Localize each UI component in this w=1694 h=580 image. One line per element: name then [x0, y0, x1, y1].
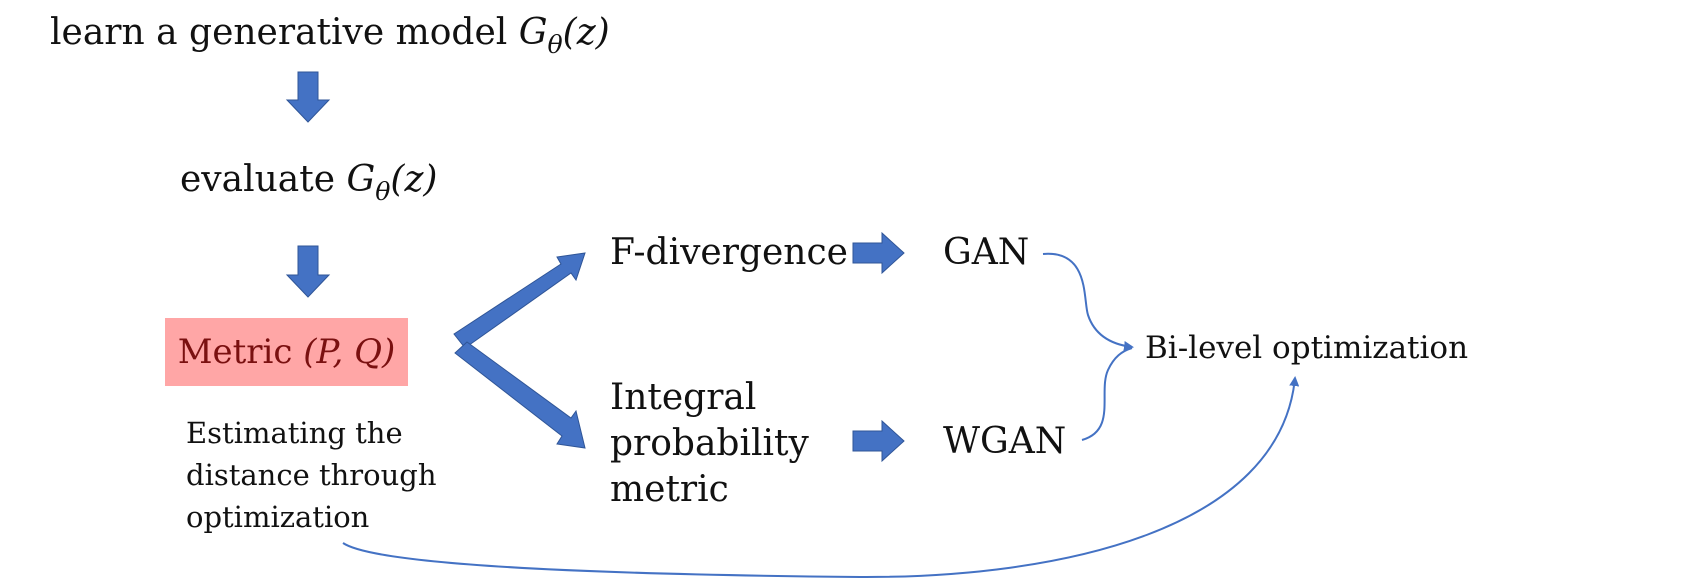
evaluate-subscript: θ — [375, 176, 391, 206]
metric-label: Metric (P, Q) — [178, 332, 396, 372]
estimating-note: Estimating the distance through optimiza… — [186, 412, 446, 538]
arrow-metric-to-ipm — [454, 341, 586, 449]
learn-subscript: θ — [547, 29, 563, 59]
estimating-line-2: distance through — [186, 458, 437, 492]
metric-box: Metric (P, Q) — [165, 318, 408, 386]
learn-symbol: G — [518, 12, 548, 53]
evaluate-argument: (z) — [390, 159, 438, 200]
ipm-line-2: metric — [610, 469, 729, 510]
estimating-line-3: optimization — [186, 500, 370, 534]
learn-generative-model-label: learn a generative model Gθ(z) — [50, 12, 610, 57]
arrow-metric-to-f-divergence — [453, 252, 586, 349]
arrow-f-divergence-to-gan — [852, 231, 905, 275]
f-divergence-label: F-divergence — [610, 232, 848, 273]
curve-wgan-to-bilevel — [1081, 347, 1133, 441]
metric-math: (P, Q) — [303, 332, 396, 372]
curve-gan-to-bilevel — [1042, 252, 1134, 351]
curve-estimating-to-bilevel — [342, 376, 1300, 579]
integral-probability-metric-label: Integral probability metric — [610, 375, 930, 513]
gan-label: GAN — [943, 232, 1030, 273]
down-arrow-learn-to-evaluate — [285, 71, 331, 123]
metric-text: Metric — [177, 332, 304, 372]
learn-argument: (z) — [562, 12, 610, 53]
down-arrow-evaluate-to-metric — [285, 245, 331, 298]
evaluate-symbol: G — [346, 159, 376, 200]
evaluate-text: evaluate — [180, 159, 347, 200]
bilevel-optimization-label: Bi-level optimization — [1145, 330, 1469, 366]
evaluate-label: evaluate Gθ(z) — [180, 159, 438, 204]
wgan-label: WGAN — [943, 421, 1067, 462]
learn-text: learn a generative model — [50, 12, 519, 53]
ipm-line-1: Integral probability — [610, 377, 809, 464]
arrow-ipm-to-wgan — [852, 419, 905, 463]
estimating-line-1: Estimating the — [186, 416, 403, 450]
